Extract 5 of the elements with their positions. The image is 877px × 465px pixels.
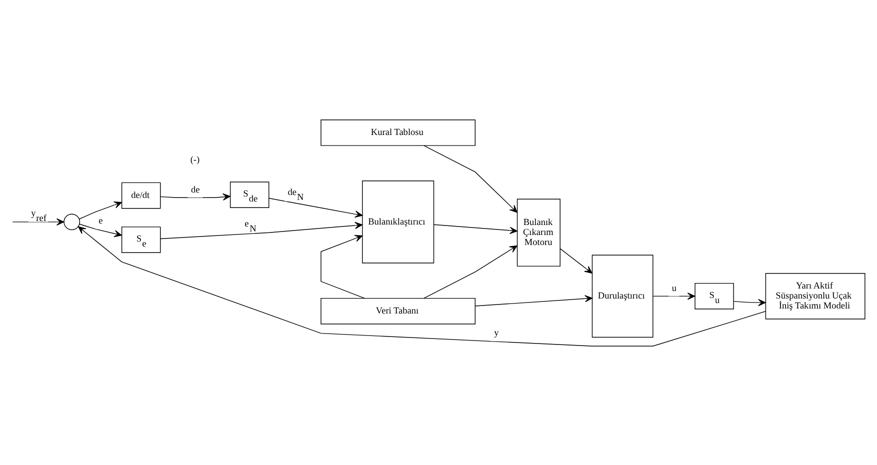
edge-label: u (672, 283, 676, 294)
edge-label: e (98, 216, 103, 226)
edge-label: de (191, 184, 200, 195)
edge-label: y (494, 328, 499, 338)
label: (-) (190, 154, 200, 165)
